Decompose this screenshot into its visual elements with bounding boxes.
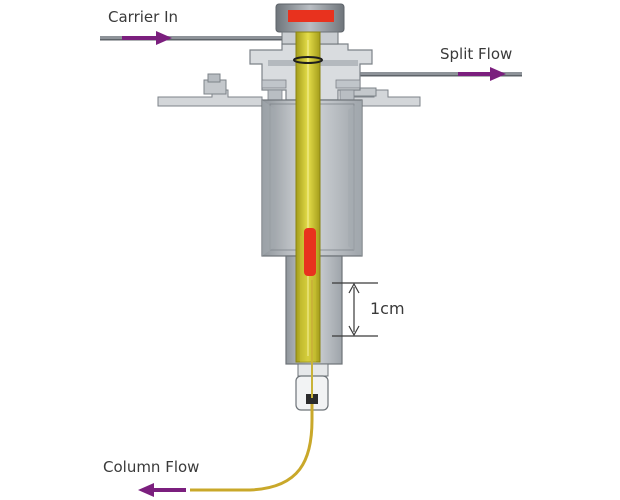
sample-zone [304,228,316,276]
dimension-label: 1cm [370,299,405,318]
column-flow-label: Column Flow [103,458,200,476]
carrier-in-label: Carrier In [108,8,178,26]
o-ring [293,56,323,64]
split-flow-arrow [458,67,506,81]
carrier-inlet-line [100,36,300,41]
capillary-column [190,280,314,492]
split-flow-label: Split Flow [440,45,513,63]
column-flow-arrow [138,483,186,497]
carrier-in-arrow [122,31,172,45]
glass-liner [295,31,321,363]
dimension-marker [332,282,378,337]
split-vent-line [330,72,522,77]
